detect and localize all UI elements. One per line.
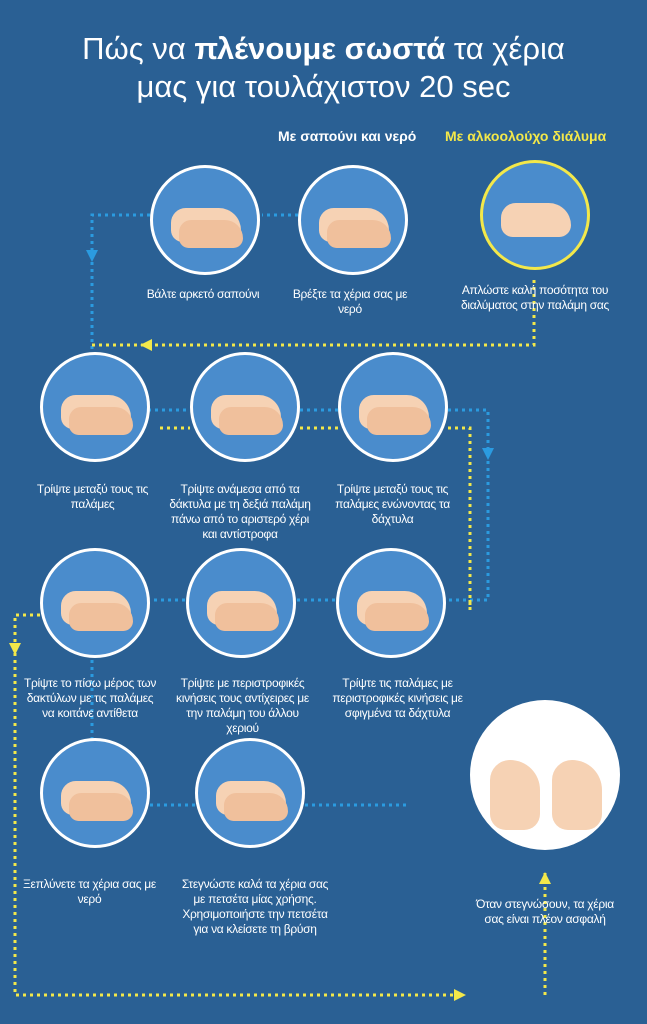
alcohol-path — [13, 280, 547, 997]
arrow-icon — [9, 643, 21, 655]
step-circle-interlace — [338, 352, 448, 462]
step-circle-fingertips — [336, 548, 446, 658]
alcohol-header: Με αλκοολούχο διάλυμα — [445, 128, 607, 144]
arrow-icon — [539, 872, 551, 884]
step-caption: Βάλτε αρκετό σαπούνι — [146, 287, 260, 301]
step-caption: Τρίψτε ανάμεσα από τα δάκτυλα με τη δεξι… — [169, 482, 311, 541]
step-caption: Όταν στεγνώσουν, τα χέρια σας είναι πλέο… — [476, 897, 614, 926]
step-caption: Τρίψτε τις παλάμες με περιστροφικές κινή… — [332, 676, 463, 720]
step-circle-alcohol — [480, 160, 590, 270]
step-circle-wet — [298, 165, 408, 275]
step-caption: Τρίψτε μεταξύ τους τις παλάμες ενώνοντας… — [335, 482, 450, 526]
step-circle-safe — [470, 700, 620, 850]
step-caption: Τρίψτε το πίσω μέρος των δακτύλων με τις… — [23, 676, 157, 720]
arrow-icon — [454, 989, 466, 1001]
step-circle-backs — [40, 548, 150, 658]
step-caption: Στεγνώστε καλά τα χέρια σας με πετσέτα μ… — [181, 877, 329, 936]
step-caption: Τρίψτε μεταξύ τους τις παλάμες — [36, 482, 149, 511]
soap-header: Με σαπούνι και νερό — [278, 128, 417, 144]
step-circle-between — [190, 352, 300, 462]
step-circle-soap — [150, 165, 260, 275]
step-caption: Βρέξτε τα χέρια σας με νερό — [292, 287, 408, 316]
arrow-icon — [482, 448, 494, 460]
step-caption: Απλώστε καλή ποσότητα του διαλύματος στη… — [461, 283, 609, 312]
arrow-icon — [140, 339, 152, 351]
step-circle-thumbs — [186, 548, 296, 658]
step-circle-palms — [40, 352, 150, 462]
step-caption: Ξεπλύνετε τα χέρια σας με νερό — [23, 877, 156, 906]
step-caption: Τρίψτε με περιστροφικές κινήσεις τους αν… — [176, 676, 309, 735]
soap-path — [90, 213, 490, 807]
step-circle-rinse — [40, 738, 150, 848]
step-circle-dry — [195, 738, 305, 848]
arrow-icon — [86, 250, 98, 262]
